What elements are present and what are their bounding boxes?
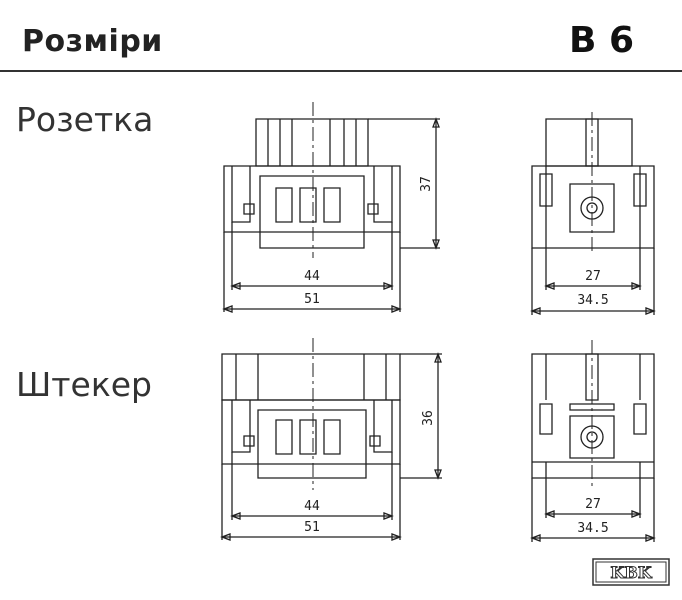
- header-divider: [0, 70, 682, 72]
- socket-front-width-inner: 44: [304, 269, 320, 284]
- svg-text:KBK: KBK: [610, 563, 652, 582]
- section-label-socket: Розетка: [16, 100, 154, 139]
- page-title: Розміри: [22, 24, 163, 59]
- plug-front-width-inner: 44: [304, 499, 320, 514]
- plug-front-height: 36: [421, 410, 436, 426]
- socket-front-drawing: [222, 117, 440, 313]
- socket-side-drawing: [530, 118, 656, 315]
- section-label-plug: Штекер: [16, 365, 152, 404]
- socket-front-height: 37: [419, 176, 434, 192]
- plug-front-width-outer: 51: [304, 520, 320, 535]
- kbk-logo: KBK: [592, 558, 670, 586]
- plug-side-width-inner: 27: [585, 497, 601, 512]
- socket-front-width-outer: 51: [304, 292, 320, 307]
- product-code: B 6: [568, 20, 634, 61]
- plug-side-width-outer: 34.5: [577, 521, 608, 536]
- socket-side-width-inner: 27: [585, 269, 601, 284]
- plug-side-drawing: [530, 353, 656, 542]
- plug-front-drawing: [220, 352, 442, 541]
- socket-side-width-outer: 34.5: [577, 293, 608, 308]
